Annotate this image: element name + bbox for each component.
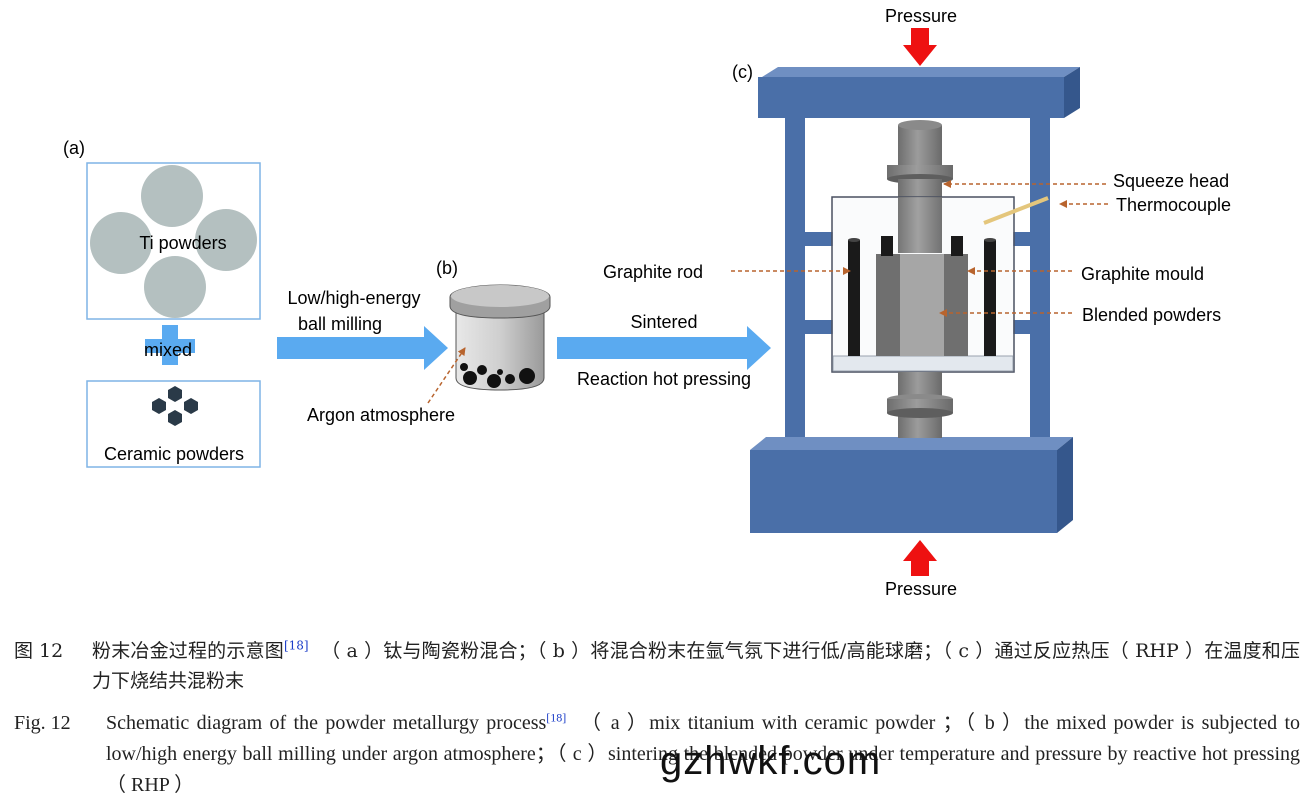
pressure-top-label: Pressure bbox=[885, 6, 957, 26]
caption-body-cn: （ a ）钛与陶瓷粉混合；（ b ）将混合粉末在氩气氛下进行低/高能球磨；（ c… bbox=[92, 640, 1300, 692]
caption-chinese: 图 12 粉末冶金过程的示意图[18] （ a ）钛与陶瓷粉混合；（ b ）将混… bbox=[14, 636, 1300, 696]
figure-number-en: Fig. 12 bbox=[14, 712, 71, 734]
milling-arrow bbox=[277, 326, 448, 370]
caption-body-en: （ a ）mix titanium with ceramic powder ；（… bbox=[106, 712, 1301, 796]
graphite-mould-label: Graphite mould bbox=[1081, 264, 1204, 284]
ceramic-powders-label: Ceramic powders bbox=[104, 444, 244, 464]
hexagon-icon bbox=[184, 398, 198, 414]
citation-ref[interactable]: [18] bbox=[546, 710, 567, 725]
citation-ref[interactable]: [18] bbox=[283, 638, 309, 653]
watermark: gzhwkf.com bbox=[660, 739, 882, 783]
graphite-rods bbox=[848, 236, 996, 356]
caption-text-en: Schematic diagram of the powder metallur… bbox=[106, 708, 1300, 801]
ti-powders-label: Ti powders bbox=[139, 233, 226, 253]
caption-title-cn: 粉末冶金过程的示意图 bbox=[92, 640, 284, 662]
rhp-label: Reaction hot pressing bbox=[577, 369, 751, 389]
mixed-label: mixed bbox=[144, 340, 192, 360]
graphite-mould bbox=[876, 254, 968, 356]
pressure-arrow-bottom bbox=[903, 540, 937, 576]
thermocouple-wire bbox=[983, 196, 1049, 225]
thermocouple-label: Thermocouple bbox=[1116, 195, 1231, 215]
plus-icon bbox=[145, 325, 195, 365]
panel-label-b: (b) bbox=[436, 258, 458, 278]
pressure-bottom-label: Pressure bbox=[885, 579, 957, 599]
argon-label: Argon atmosphere bbox=[307, 405, 455, 425]
panel-label-a: (a) bbox=[63, 138, 85, 158]
sintered-label: Sintered bbox=[630, 312, 697, 332]
figure-number-cn: 图 12 bbox=[14, 640, 64, 662]
ti-powders-box: Ti powders bbox=[86, 162, 261, 320]
sintering-arrow bbox=[557, 326, 771, 370]
process-diagram: (a) Ti powders mixed Ceramic powders Low… bbox=[63, 6, 1231, 599]
milling-label-line1: Low/high-energy bbox=[287, 288, 420, 308]
blended-powders-label: Blended powders bbox=[1082, 305, 1221, 325]
milling-label-line2: ball milling bbox=[298, 314, 382, 334]
ball-mill-jar bbox=[449, 284, 551, 391]
squeeze-head-label: Squeeze head bbox=[1113, 171, 1229, 191]
lower-ram bbox=[887, 394, 953, 418]
caption-text-cn: 粉末冶金过程的示意图[18] （ a ）钛与陶瓷粉混合；（ b ）将混合粉末在氩… bbox=[92, 636, 1300, 696]
hexagon-icon bbox=[168, 410, 182, 426]
caption-title-en: Schematic diagram of the powder metallur… bbox=[106, 712, 547, 734]
ceramic-powders-box: Ceramic powders bbox=[86, 380, 261, 468]
pressure-arrow-top bbox=[903, 28, 937, 66]
hexagon-icon bbox=[152, 398, 166, 414]
panel-label-c: (c) bbox=[732, 62, 753, 82]
hexagon-icon bbox=[168, 386, 182, 402]
graphite-rod-label: Graphite rod bbox=[603, 262, 703, 282]
caption-english: Fig. 12 Schematic diagram of the powder … bbox=[14, 708, 1300, 801]
